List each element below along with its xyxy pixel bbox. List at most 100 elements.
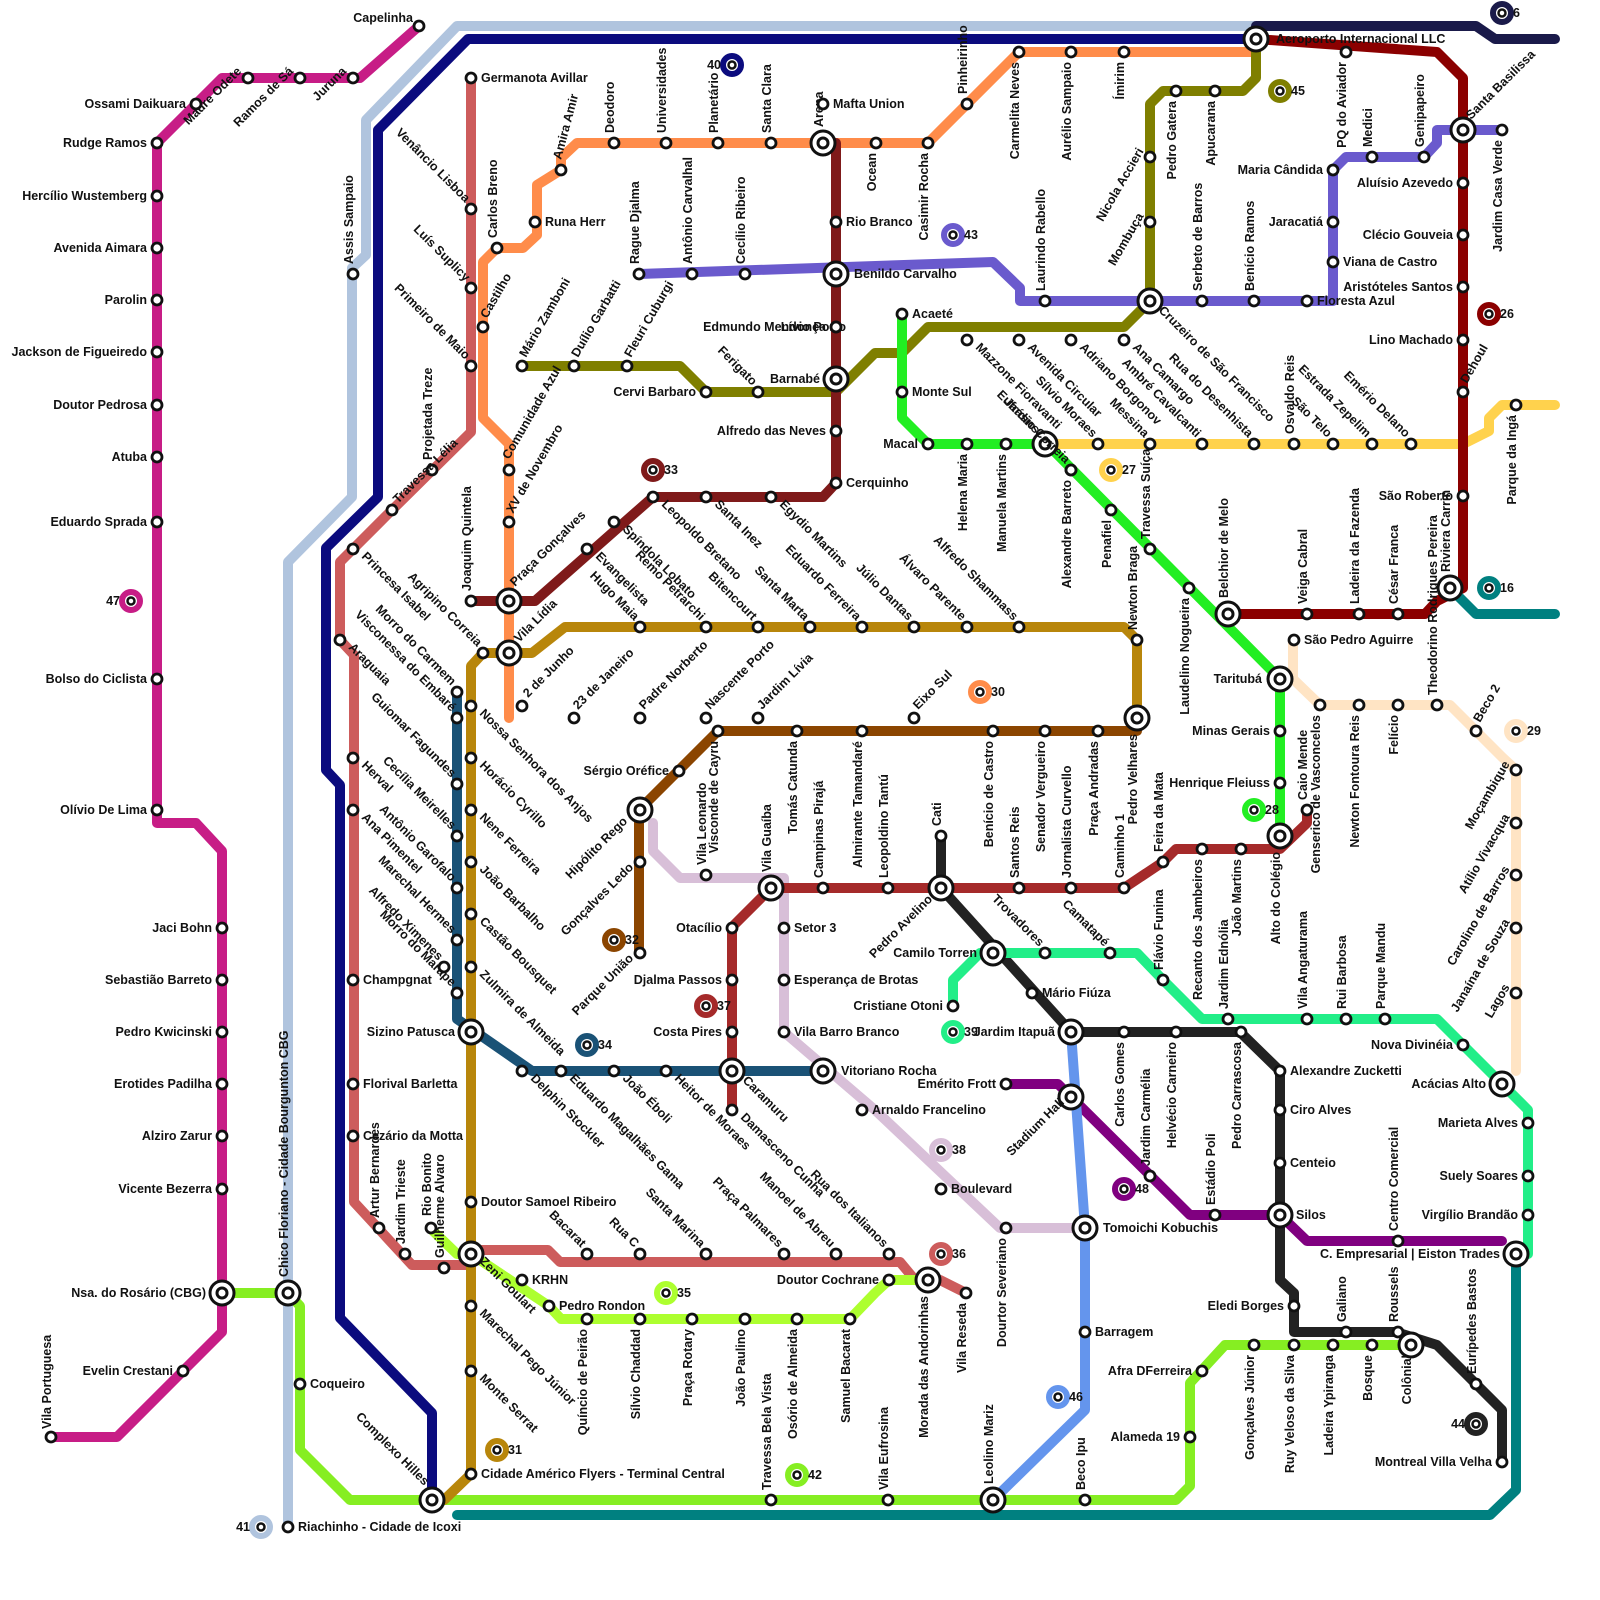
station[interactable]: Juruna — [310, 63, 358, 103]
station[interactable]: Morada das Andorinhas — [916, 1268, 940, 1438]
isolated-marker[interactable]: 28 — [1245, 801, 1279, 819]
station[interactable]: Santos Reis — [1008, 806, 1024, 893]
station[interactable]: João Paulino — [734, 1314, 750, 1407]
station[interactable]: Beco 2 — [1470, 682, 1503, 736]
station[interactable]: Cristiane Otoni — [853, 999, 958, 1013]
station[interactable]: Feira da Mata — [1152, 771, 1168, 867]
station[interactable]: Pedro Carrascosa — [1230, 1027, 1246, 1149]
station[interactable]: Delphin Stockler — [517, 1066, 608, 1151]
station[interactable]: Florival Barletta — [348, 1077, 459, 1091]
station[interactable]: Eduardo Ferreira — [783, 542, 867, 632]
station[interactable]: Beco Ipu — [1074, 1437, 1090, 1505]
station[interactable]: Estádio Poli — [1204, 1133, 1220, 1220]
station[interactable]: Jaracatiá — [1269, 215, 1338, 229]
station[interactable]: KRHN — [517, 1273, 568, 1287]
station[interactable]: Primeiro de Maio — [392, 281, 476, 371]
isolated-marker[interactable]: 36 — [932, 1245, 966, 1263]
isolated-marker[interactable]: 35 — [657, 1284, 691, 1302]
station[interactable]: Osório de Almeida — [786, 1314, 802, 1439]
station[interactable]: Emérito Frott — [918, 1077, 1011, 1091]
station[interactable]: César Franca — [1387, 524, 1403, 619]
station[interactable]: Rua C — [606, 1215, 645, 1259]
station[interactable]: Eduardo Sprada — [50, 515, 162, 529]
station[interactable]: Jaci Bohn — [152, 921, 227, 935]
isolated-marker[interactable]: 45 — [1271, 82, 1305, 100]
station[interactable]: Eixo Sul — [909, 667, 955, 723]
station[interactable]: Evelin Crestani — [83, 1364, 188, 1378]
station[interactable]: Centro Comercial — [1387, 1127, 1403, 1246]
station[interactable]: Cerquinho — [831, 476, 909, 490]
station[interactable]: Lino Machado — [1369, 333, 1468, 347]
station[interactable]: Jardim Casa Verde — [1491, 125, 1507, 252]
station[interactable]: Roussels — [1387, 1266, 1403, 1337]
station[interactable]: Newton Fontoura Reis — [1348, 700, 1364, 848]
station[interactable]: Zulmira de Almeida — [466, 962, 569, 1059]
station[interactable]: Assis Sampaio — [342, 175, 358, 279]
isolated-marker[interactable]: 34 — [578, 1036, 612, 1054]
station[interactable]: Laurindo Rabello — [1034, 189, 1050, 306]
station[interactable]: Visconde de Cayru — [707, 726, 723, 853]
station[interactable]: Santa Clara — [760, 63, 776, 148]
station[interactable]: Gonçalves Júnior — [1243, 1340, 1259, 1460]
station[interactable]: Fleuri Cuburgi — [621, 279, 676, 371]
station[interactable]: Benício Ramos — [1243, 201, 1259, 306]
station[interactable]: Stadium Hall — [1004, 1085, 1083, 1159]
station[interactable]: Colônial — [1399, 1333, 1423, 1404]
station[interactable]: Parque da Ingá — [1505, 400, 1521, 505]
station[interactable]: Universidades — [655, 47, 671, 148]
station[interactable]: Almirante Tamandaré — [851, 726, 867, 868]
station[interactable]: Vila Angaturama — [1296, 910, 1312, 1024]
station[interactable]: São Pedro Aguirre — [1289, 633, 1413, 647]
station[interactable]: Helena Maria — [956, 439, 972, 531]
station[interactable]: Henrique Fleiuss — [1169, 776, 1285, 790]
isolated-marker[interactable]: 32 — [605, 931, 639, 949]
station[interactable]: Alexandre Zucketti — [1275, 1064, 1402, 1078]
station[interactable]: Sílvio Chaddad — [629, 1314, 645, 1419]
station[interactable]: Maria Cândida — [1238, 163, 1338, 177]
station[interactable]: Parque Mandu — [1374, 923, 1390, 1024]
station[interactable]: Pedro Gatera — [1165, 86, 1181, 180]
station[interactable]: Minas Gerais — [1192, 724, 1285, 738]
station[interactable]: Padre Norberto — [635, 638, 711, 723]
isolated-marker[interactable]: 29 — [1507, 722, 1541, 740]
station[interactable]: Vila Reseda — [955, 1288, 971, 1373]
station[interactable]: Mafta Union — [818, 97, 905, 111]
station[interactable]: Cezário da Motta — [348, 1129, 464, 1143]
station[interactable]: Alfredo das Neves — [717, 424, 841, 438]
station[interactable]: Casimir Rocha — [917, 138, 933, 241]
station[interactable]: Capelinha — [353, 11, 424, 31]
isolated-marker[interactable]: 44 — [1451, 1415, 1485, 1433]
station[interactable]: Virgílio Brandão — [1422, 1208, 1533, 1222]
station[interactable]: Antônio Carvalhal — [681, 157, 697, 279]
station[interactable]: Vila Portuguesa — [40, 1334, 56, 1442]
station[interactable]: Avenida Aimara — [53, 241, 162, 255]
station[interactable]: Eurípedes Bastos — [1465, 1268, 1481, 1389]
station[interactable]: Praça Andradas — [1087, 726, 1103, 836]
station[interactable]: Jackson de Figueiredo — [12, 345, 162, 359]
station[interactable]: Jardim Carmélia — [1139, 1068, 1155, 1181]
station[interactable]: Chico Floriano - Cidade Bourgunton CBG — [276, 1030, 300, 1305]
station[interactable]: Genserico de Vasconcelos — [1309, 700, 1325, 873]
station[interactable]: Benício de Castro — [982, 726, 998, 847]
station[interactable]: PQ do Aviador — [1335, 47, 1351, 148]
station[interactable]: Alfredo Shammass — [931, 533, 1024, 632]
station[interactable]: Cecílio Ribeiro — [734, 176, 750, 279]
station[interactable]: São Roberto — [1379, 489, 1468, 503]
station[interactable]: Alexandre Barreto — [1060, 465, 1076, 588]
station[interactable]: Arnaldo Francelino — [857, 1103, 986, 1117]
station[interactable]: Vicente Bezerra — [118, 1182, 227, 1196]
station[interactable]: Acácias Alto — [1411, 1072, 1514, 1096]
station[interactable]: Quíncio de Peirão — [576, 1314, 592, 1435]
station[interactable]: Pedro Velhares — [1125, 706, 1149, 824]
station[interactable]: Djalma Passos — [634, 973, 737, 987]
station[interactable]: Sebastião Barreto — [105, 973, 227, 987]
isolated-marker[interactable]: 47 — [106, 592, 140, 610]
station[interactable]: Marieta Alves — [1438, 1116, 1533, 1130]
station[interactable]: Suely Soares — [1439, 1169, 1533, 1183]
station[interactable]: Coqueiro — [295, 1377, 365, 1391]
station[interactable]: Deodoro — [603, 81, 619, 148]
station[interactable]: Artur Bernardes — [368, 1122, 384, 1233]
station[interactable]: Aurélio Sampaio — [1060, 47, 1076, 161]
station[interactable]: Venâncio Lisboa — [393, 125, 476, 214]
station[interactable]: Sérgio Oréfice — [584, 764, 684, 778]
